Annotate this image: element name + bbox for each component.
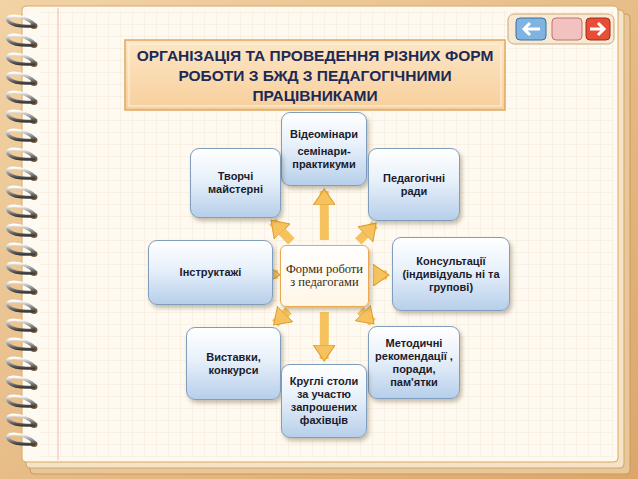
form-box: Відеомінари семінари-практикуми: [281, 112, 367, 186]
slide-title: ОРГАНІЗАЦІЯ ТА ПРОВЕДЕННЯ РІЗНИХ ФОРМ РО…: [127, 42, 503, 110]
form-box: Виставки, конкурси: [186, 327, 281, 400]
block-arrow: [275, 270, 278, 279]
box-label: Круглі столи за участю запрошених фахівц…: [286, 375, 362, 427]
block-arrow: [275, 311, 289, 324]
center-box: Форми роботи з педагогами: [280, 245, 369, 307]
block-arrow: [320, 312, 329, 359]
box-label: Відеомінари: [290, 128, 358, 141]
form-box: Інструктажі: [148, 240, 273, 305]
form-box: Творчі майстерні: [190, 148, 281, 218]
box-label: Методичні рекомендації , поради, пам'ятк…: [373, 337, 455, 389]
block-arrow: [273, 222, 292, 242]
box-label: Творчі майстерні: [195, 170, 276, 196]
block-arrow: [360, 311, 372, 323]
form-box: Методичні рекомендації , поради, пам'ятк…: [368, 326, 460, 399]
block-arrow: [320, 191, 329, 240]
nav-buttons: [508, 14, 614, 44]
block-arrow: [374, 271, 387, 280]
form-box: Круглі столи за участю запрошених фахівц…: [281, 364, 367, 438]
form-box: Педагогічні ради: [368, 148, 460, 221]
box-label: Виставки, конкурси: [191, 351, 276, 377]
box-label: Педагогічні ради: [373, 172, 455, 198]
box-label: семінари-практикуми: [286, 145, 362, 171]
form-box: Консультації (індивідуаль ні та групові): [392, 237, 510, 311]
box-label: Інструктажі: [180, 266, 242, 279]
box-label: Форми роботи з педагогами: [285, 263, 364, 289]
box-label: Консультації (індивідуаль ні та групові): [397, 255, 505, 294]
block-arrow: [358, 225, 375, 242]
